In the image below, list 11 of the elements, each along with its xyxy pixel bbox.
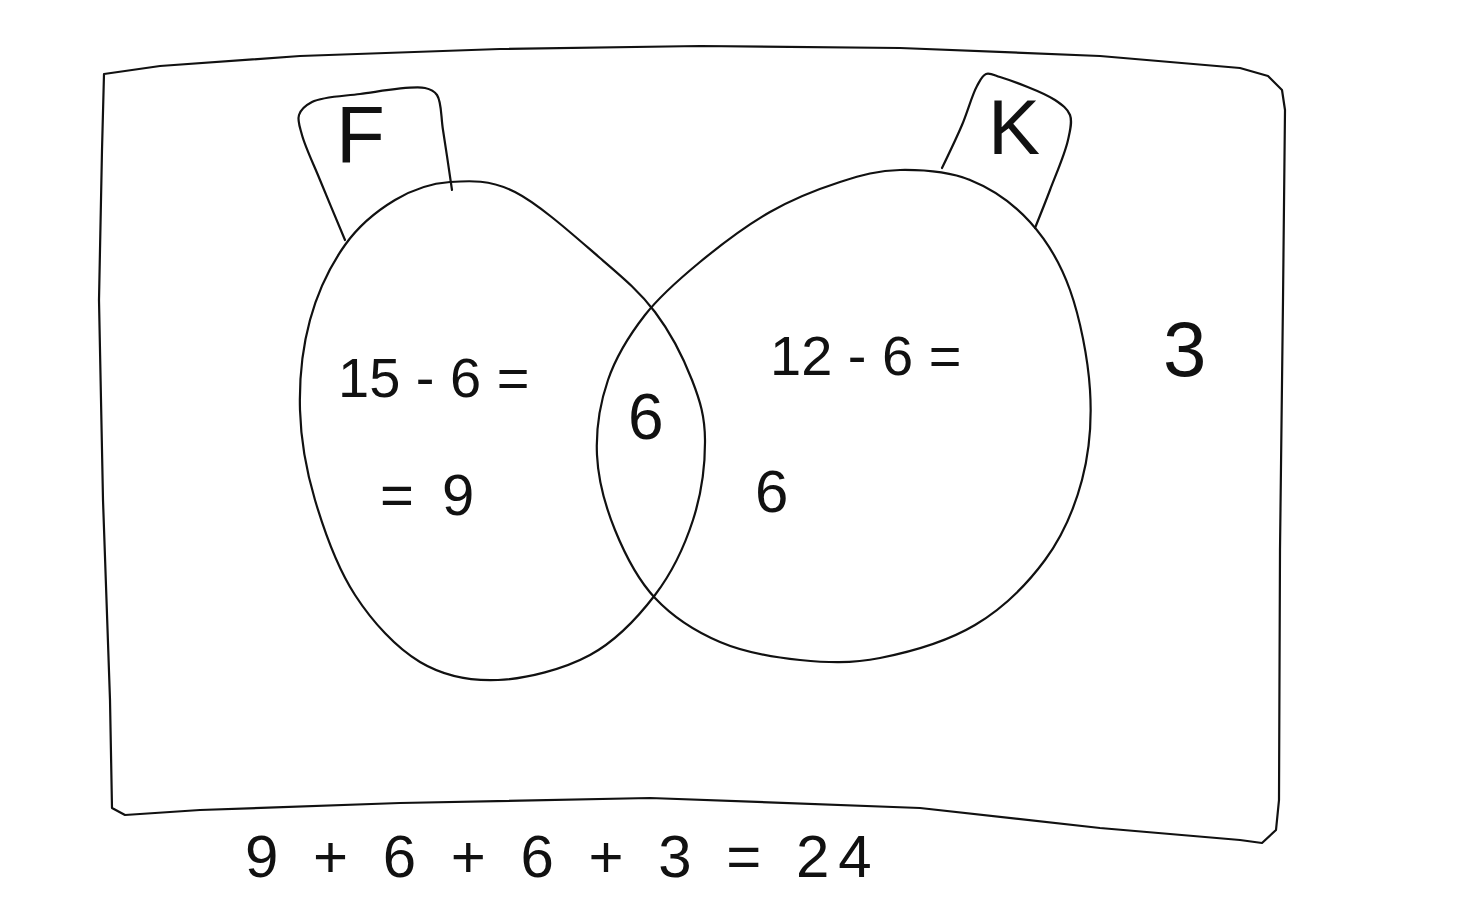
set-label: K xyxy=(988,88,1041,166)
label-tab xyxy=(940,72,1072,230)
label-tab xyxy=(297,86,454,242)
math-expression: = 9 xyxy=(380,466,475,524)
set-label: F xyxy=(336,95,385,175)
number: 6 xyxy=(755,462,789,522)
math-equation: 9 + 6 + 6 + 3 = 24 xyxy=(245,827,881,887)
math-expression: 12 - 6 = xyxy=(770,328,962,384)
math-expression: 15 - 6 = xyxy=(338,350,530,406)
number: 6 xyxy=(628,385,664,449)
number: 3 xyxy=(1163,310,1207,388)
